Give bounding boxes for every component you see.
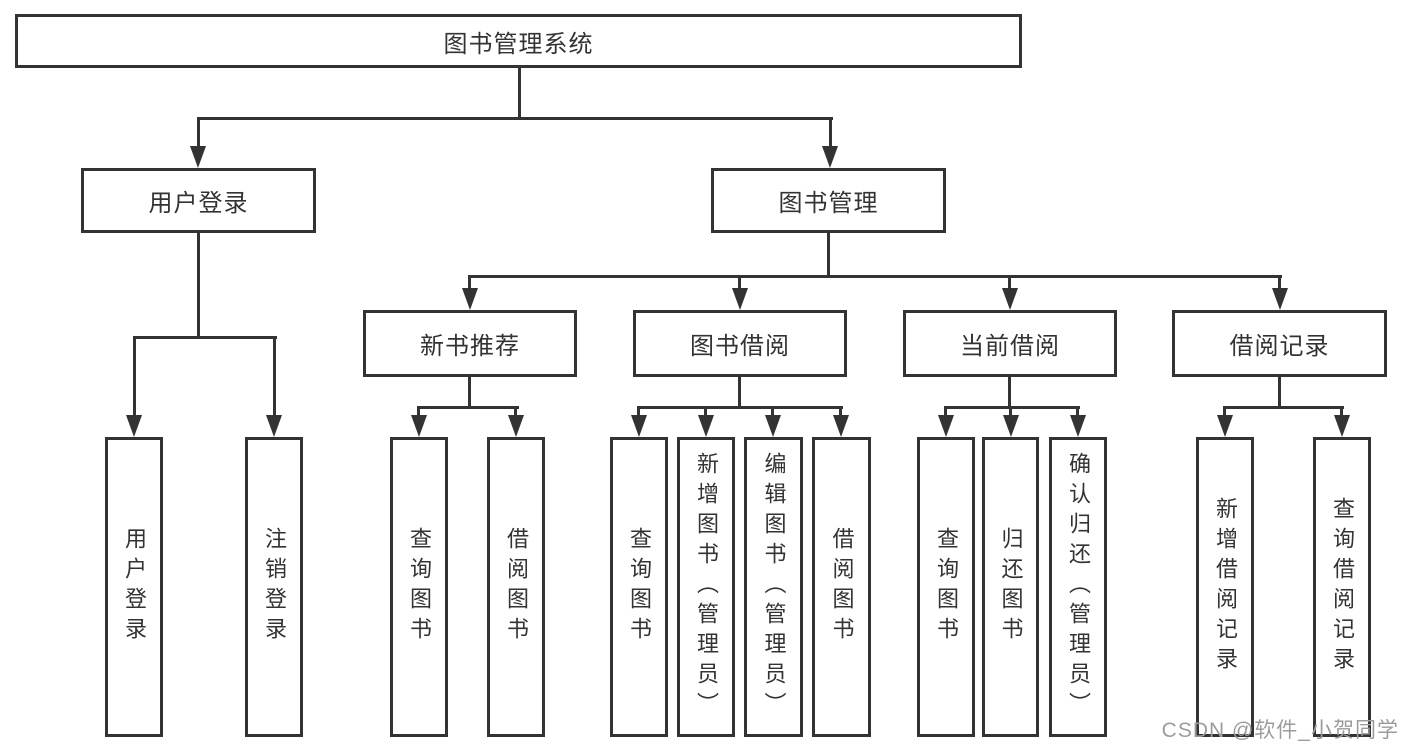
- node-user-login-label: 用户登录: [148, 190, 249, 217]
- connector-rail-book-borrow: [637, 406, 843, 409]
- leaf-newbooks-borrow: 借阅图书: [487, 437, 545, 737]
- arrow-to-leaf-login: [126, 415, 142, 437]
- leaf-logout: 注销登录: [245, 437, 303, 737]
- arrow-to-leaf: [765, 415, 781, 437]
- arrow-to-new-books: [462, 288, 478, 310]
- leaf-newbooks-query: 查询图书: [390, 437, 448, 737]
- leaf-currentborrow-query-label: 查询图书: [934, 527, 959, 647]
- connector-rail-user-login: [133, 336, 277, 339]
- leaf-bookborrow-borrow-label: 借阅图书: [829, 527, 855, 647]
- leaf-records-query-label: 查询借阅记录: [1330, 497, 1355, 677]
- arrow-to-leaf-logout: [266, 415, 282, 437]
- connector-new-books-stub: [468, 377, 471, 409]
- connector-rail-new-books: [418, 406, 519, 409]
- arrow-to-leaf: [411, 415, 427, 437]
- arrow-to-user-login: [190, 146, 206, 168]
- connector-stem: [1009, 406, 1012, 420]
- leaf-bookborrow-add-label: 新增图书（管理员）: [694, 452, 719, 722]
- connector-borrow-records-stub: [1278, 377, 1281, 409]
- leaf-currentborrow-return-label: 归还图书: [998, 527, 1024, 647]
- connector-stem: [704, 406, 707, 420]
- connector-stem-user-login: [197, 117, 200, 149]
- connector-stem-book-mgmt: [829, 117, 832, 149]
- node-new-books: 新书推荐: [363, 310, 577, 377]
- connector-book-mgmt-stub: [827, 233, 830, 278]
- leaf-bookborrow-query: 查询图书: [610, 437, 668, 737]
- arrow-to-borrow-records: [1272, 288, 1288, 310]
- arrow-to-current-borrow: [1002, 288, 1018, 310]
- node-root: 图书管理系统: [15, 14, 1022, 68]
- arrow-to-leaf: [698, 415, 714, 437]
- connector-stem: [1076, 406, 1079, 420]
- arrow-to-leaf: [1334, 415, 1350, 437]
- connector-book-borrow-stub: [738, 377, 741, 409]
- connector-stem: [1223, 406, 1226, 420]
- node-book-borrow-label: 图书借阅: [690, 333, 790, 360]
- connector-stem-new-books: [468, 275, 471, 291]
- arrow-to-leaf: [833, 415, 849, 437]
- connector-stem-leaf-logout: [273, 336, 276, 418]
- connector-stem: [944, 406, 947, 420]
- connector-rail-borrow-records: [1223, 406, 1344, 409]
- connector-stem: [1340, 406, 1343, 420]
- connector-stem: [417, 406, 420, 420]
- leaf-newbooks-query-label: 查询图书: [407, 527, 432, 647]
- arrow-to-leaf: [1003, 415, 1019, 437]
- leaf-user-login-label: 用户登录: [122, 527, 147, 647]
- arrow-to-leaf: [508, 415, 524, 437]
- leaf-bookborrow-query-label: 查询图书: [627, 527, 652, 647]
- arrow-to-leaf: [1217, 415, 1233, 437]
- connector-stem-current-borrow: [1008, 275, 1011, 291]
- leaf-currentborrow-return: 归还图书: [982, 437, 1039, 737]
- connector-stem-leaf-login: [133, 336, 136, 418]
- node-book-borrow: 图书借阅: [633, 310, 847, 377]
- connector-user-login-stub: [197, 233, 200, 339]
- leaf-records-query: 查询借阅记录: [1313, 437, 1371, 737]
- connector-stem: [514, 406, 517, 420]
- connector-stem-borrow-records: [1278, 275, 1281, 291]
- node-book-mgmt: 图书管理: [711, 168, 946, 233]
- connector-stem: [771, 406, 774, 420]
- leaf-currentborrow-confirm: 确认归还（管理员）: [1049, 437, 1107, 737]
- arrow-to-leaf: [1070, 415, 1086, 437]
- connector-rail-level2: [197, 117, 833, 120]
- node-borrow-records-label: 借阅记录: [1229, 333, 1330, 360]
- connector-stem-book-borrow: [738, 275, 741, 291]
- csdn-watermark: CSDN @软件_小贺同学: [1161, 719, 1399, 742]
- leaf-currentborrow-query: 查询图书: [917, 437, 975, 737]
- node-user-login: 用户登录: [81, 168, 316, 233]
- leaf-user-login: 用户登录: [105, 437, 163, 737]
- connector-stem: [839, 406, 842, 420]
- connector-root-stem: [518, 68, 521, 118]
- leaf-bookborrow-edit: 编辑图书（管理员）: [744, 437, 803, 737]
- node-new-books-label: 新书推荐: [420, 333, 520, 360]
- leaf-currentborrow-confirm-label: 确认归还（管理员）: [1066, 452, 1091, 722]
- node-book-mgmt-label: 图书管理: [778, 190, 879, 217]
- leaf-bookborrow-edit-label: 编辑图书（管理员）: [761, 452, 787, 722]
- arrow-to-book-borrow: [732, 288, 748, 310]
- node-current-borrow: 当前借阅: [903, 310, 1117, 377]
- leaf-records-add: 新增借阅记录: [1196, 437, 1254, 737]
- node-current-borrow-label: 当前借阅: [960, 333, 1060, 360]
- leaf-records-add-label: 新增借阅记录: [1213, 497, 1238, 677]
- node-root-label: 图书管理系统: [443, 30, 594, 58]
- arrow-to-book-mgmt: [822, 146, 838, 168]
- connector-current-borrow-stub: [1008, 377, 1011, 409]
- connector-rail-level3: [469, 275, 1282, 278]
- connector-stem: [637, 406, 640, 420]
- leaf-bookborrow-add: 新增图书（管理员）: [677, 437, 735, 737]
- leaf-bookborrow-borrow: 借阅图书: [812, 437, 871, 737]
- connector-rail-current-borrow: [944, 406, 1080, 409]
- arrow-to-leaf: [631, 415, 647, 437]
- leaf-logout-label: 注销登录: [262, 527, 287, 647]
- node-borrow-records: 借阅记录: [1172, 310, 1387, 377]
- leaf-newbooks-borrow-label: 借阅图书: [504, 527, 529, 647]
- arrow-to-leaf: [938, 415, 954, 437]
